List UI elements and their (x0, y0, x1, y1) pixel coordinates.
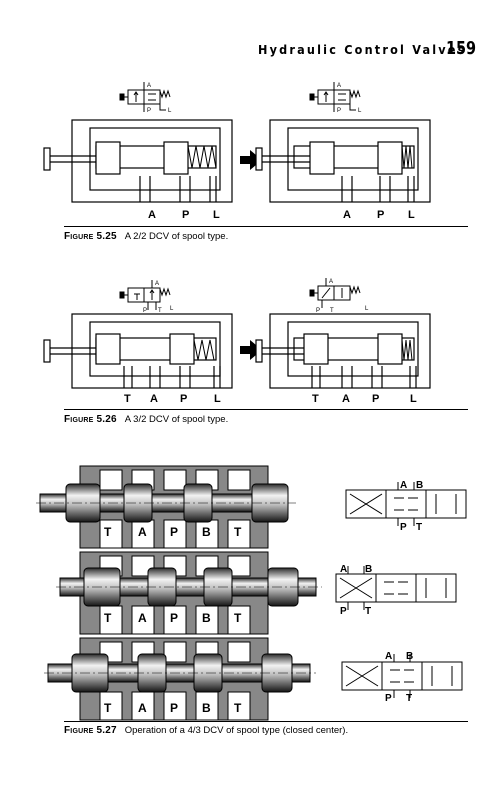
page-number: 159 (446, 38, 477, 59)
port-label-L: L (213, 209, 220, 221)
valve-body-left (43, 119, 233, 203)
symbol-port-T-r1: T (416, 522, 422, 533)
valve-body-left-32 (43, 313, 233, 389)
valve-symbol-left (119, 82, 171, 112)
figure-label: Figure 5.27 (64, 725, 117, 736)
symbol-port-T-32-right: T (330, 308, 334, 314)
port-label-T-r1a: T (104, 525, 112, 539)
port-label-P-32-right: P (372, 393, 379, 405)
port-label-B-r1: B (202, 525, 211, 539)
symbol-port-P-right: P (337, 108, 341, 114)
port-label-A-r3: A (138, 701, 147, 715)
figure-caption-text: A 2/2 DCV of spool type. (124, 231, 229, 242)
port-label-A-32: A (150, 393, 158, 405)
port-label-A-right: A (343, 209, 351, 221)
symbol-port-A-32-right: A (329, 279, 333, 285)
port-label-T-r3a: T (104, 701, 112, 715)
port-label-T-32-right: T (312, 393, 319, 405)
figure-caption-text: Operation of a 4/3 DCV of spool type (cl… (124, 725, 349, 736)
symbol-port-T-r2: T (365, 606, 371, 617)
figure-rule (64, 721, 468, 722)
symbol-port-P-r2: P (340, 606, 347, 617)
symbol-port-A-r1: A (400, 480, 407, 491)
symbol-port-P: P (147, 108, 151, 114)
figure-5-25-illustration: A P L A P L A P L (43, 82, 431, 221)
port-label-T-r2a: T (104, 611, 112, 625)
port-label-P-r2: P (170, 611, 178, 625)
symbol-port-A-right: A (337, 83, 341, 89)
port-label-P-r1: P (170, 525, 178, 539)
symbol-port-B-r1: B (416, 480, 423, 491)
port-label-P: P (182, 209, 189, 221)
valve-symbol-right (309, 82, 361, 112)
symbol-port-A-r3: A (385, 651, 392, 662)
valve-body-right (255, 119, 431, 203)
figure-label: Figure 5.26 (64, 414, 117, 425)
valve-symbol-left-32 (119, 280, 171, 310)
symbol-port-P-32-right: P (316, 308, 320, 314)
symbol-port-P-r1: P (400, 522, 407, 533)
symbol-port-L-32: L (170, 306, 174, 312)
port-label-L-right: L (408, 209, 415, 221)
symbol-port-T-r3: T (406, 693, 412, 704)
symbol-port-L-32-right: L (365, 306, 369, 312)
port-label-L-32: L (214, 393, 221, 405)
port-label-T-r2b: T (234, 611, 242, 625)
port-label-P-32: P (180, 393, 187, 405)
symbol-port-L-right: L (358, 108, 362, 114)
port-label-L-32-right: L (410, 393, 417, 405)
port-label-A-r2: A (138, 611, 147, 625)
symbol-port-T-32: T (158, 308, 162, 314)
port-label-B-r2: B (202, 611, 211, 625)
symbol-port-B-r2: B (365, 564, 372, 575)
symbol-port-A-32: A (155, 281, 159, 287)
symbol-port-P-r3: P (385, 693, 392, 704)
spool-valve-row-3: T A P B T (44, 637, 316, 721)
figure-label: Figure 5.25 (64, 231, 117, 242)
symbol-4-3-row-3 (341, 654, 463, 698)
port-label-T-32: T (124, 393, 131, 405)
port-label-P-r3: P (170, 701, 178, 715)
symbol-4-3-row-2 (335, 566, 457, 610)
valve-symbol-right-32 (309, 278, 361, 308)
figure-caption: Figure 5.27 Operation of a 4/3 DCV of spo… (64, 725, 348, 736)
figure-rule (64, 409, 468, 410)
symbol-port-A: A (147, 83, 151, 89)
transition-arrow (240, 150, 262, 170)
valve-body-right-32 (255, 313, 431, 389)
figure-rule (64, 226, 468, 227)
port-label-A-32-right: A (342, 393, 350, 405)
symbol-port-A-r2: A (340, 564, 347, 575)
port-label-B-r3: B (202, 701, 211, 715)
figure-caption: Figure 5.26 A 3/2 DCV of spool type. (64, 414, 228, 425)
symbol-port-L: L (168, 108, 172, 114)
symbol-port-P-32: P (143, 308, 147, 314)
spool-valve-row-2: T A P B T (56, 551, 322, 635)
port-label-A: A (148, 209, 156, 221)
figure-5-26-illustration: A P T L A P T L T A P L (43, 278, 431, 405)
port-label-P-right: P (377, 209, 384, 221)
port-label-T-r1b: T (234, 525, 242, 539)
figure-caption-text: A 3/2 DCV of spool type. (124, 414, 229, 425)
transition-arrow-32 (240, 340, 262, 360)
spool-valve-row-1: T A P B T (36, 465, 296, 549)
symbol-port-B-r3: B (406, 651, 413, 662)
symbol-4-3-row-1 (345, 482, 467, 526)
port-label-T-r3b: T (234, 701, 242, 715)
figure-5-27-illustration: T A P B T A B P T T A P (36, 465, 467, 721)
running-header-title: Hydraulic Control Valves (258, 42, 467, 57)
port-label-A-r1: A (138, 525, 147, 539)
figure-caption: Figure 5.25 A 2/2 DCV of spool type. (64, 231, 228, 242)
